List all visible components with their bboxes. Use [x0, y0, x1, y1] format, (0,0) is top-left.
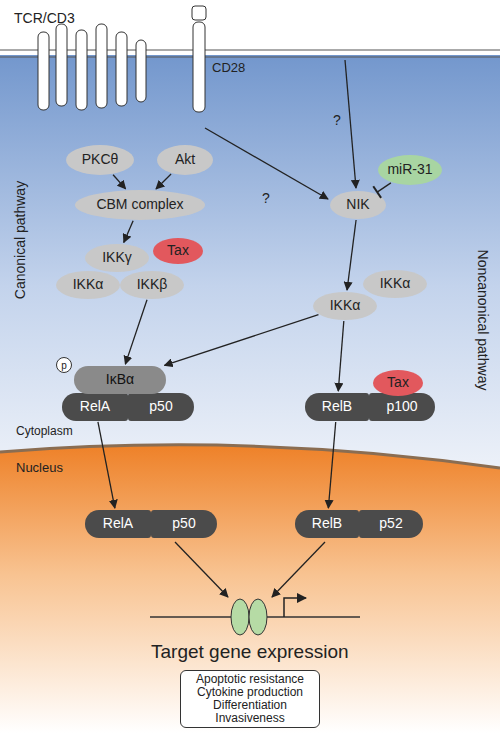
- node-text: IKKα: [380, 276, 411, 291]
- node-text: RelA: [103, 516, 133, 531]
- transcription-start-arrow: [284, 598, 306, 617]
- node-text: RelB: [312, 516, 342, 531]
- protein-ellipse: Akt: [157, 145, 213, 175]
- compartment-label: Nucleus: [16, 460, 63, 475]
- arrow-connector: [124, 221, 133, 243]
- subunit-shape: p50: [151, 510, 217, 538]
- tcr-cd3-receptor: [38, 24, 146, 110]
- subunit-shape: p50: [128, 393, 194, 421]
- pathway-label: Canonical pathway: [12, 181, 28, 299]
- arrow-connector: [98, 422, 115, 508]
- node-text: Tax: [167, 243, 189, 258]
- node-text: Cytokine production: [197, 686, 303, 699]
- receptor-label: CD28: [212, 60, 245, 75]
- pathway-label: Noncanonical pathway: [475, 250, 491, 391]
- inhibitor-shape: IκBα: [74, 366, 166, 394]
- unknown-signal-arrow: [205, 128, 328, 199]
- node-text: Invasiveness: [215, 712, 284, 725]
- node-text: p50: [149, 399, 172, 414]
- arrow-connector: [328, 422, 335, 508]
- viral-protein-ellipse: Tax: [373, 370, 423, 396]
- compartment-label: Cytoplasm: [16, 424, 73, 438]
- complex-ellipse: CBM complex: [75, 190, 205, 220]
- subunit-shape: RelA: [62, 393, 128, 421]
- unknown-mark: ?: [262, 190, 270, 206]
- binding-arrow: [175, 542, 228, 597]
- unknown-mark: ?: [333, 112, 341, 128]
- inhibition-connector: [373, 183, 391, 198]
- node-text: IKKα: [73, 277, 104, 292]
- subunit-shape: RelB: [295, 510, 359, 538]
- node-text: PKCθ: [82, 152, 119, 167]
- node-text: RelA: [80, 399, 110, 414]
- node-text: p52: [379, 516, 402, 531]
- microrna-ellipse: miR-31: [378, 155, 442, 185]
- receptor-label: TCR/CD3: [14, 10, 75, 26]
- subunit-shape: p52: [359, 510, 423, 538]
- protein-ellipse: PKCθ: [66, 145, 134, 175]
- arrow-connector: [156, 174, 171, 189]
- nucleosome: [249, 599, 267, 635]
- node-text: miR-31: [387, 162, 432, 177]
- cd28-receptor: [192, 6, 206, 112]
- subunit-shape: RelA: [85, 510, 151, 538]
- node-text: RelB: [322, 399, 352, 414]
- node-text: NIK: [346, 197, 369, 212]
- nucleosome: [231, 599, 249, 635]
- nucleus-region: [0, 445, 500, 733]
- heading-text: Target gene expression: [151, 641, 349, 663]
- arrow-connector: [164, 315, 318, 366]
- protein-ellipse: IKKγ: [85, 244, 149, 272]
- node-text: IκBα: [106, 372, 134, 387]
- plasma-membrane: [0, 50, 500, 51]
- node-text: IKKγ: [102, 250, 132, 265]
- subunit-shape: RelB: [305, 393, 369, 421]
- node-text: Apoptotic resistance: [196, 673, 304, 686]
- node-text: Differentiation: [213, 699, 287, 712]
- node-text: Akt: [175, 152, 195, 167]
- protein-ellipse: NIK: [330, 191, 386, 219]
- arrow-connector: [338, 321, 344, 391]
- subunit-shape: p100: [369, 393, 435, 421]
- cytoplasm-region: [0, 55, 500, 475]
- node-text: p100: [386, 399, 417, 414]
- node-text: Tax: [387, 375, 409, 390]
- nuclear-membrane: [0, 445, 500, 468]
- node-text: CBM complex: [96, 197, 183, 212]
- unknown-signal-arrow: [345, 60, 356, 188]
- arrow-connector: [347, 220, 356, 290]
- node-text: p50: [172, 516, 195, 531]
- protein-ellipse: IKKβ: [120, 271, 184, 299]
- node-text: p: [61, 360, 67, 371]
- binding-arrow: [272, 542, 325, 597]
- plasma-membrane: [0, 57, 500, 58]
- protein-ellipse: IKKα: [313, 292, 377, 320]
- protein-ellipse: IKKα: [56, 271, 120, 299]
- node-text: IKKα: [330, 298, 361, 313]
- node-text: IKKβ: [137, 277, 168, 292]
- arrow-connector: [113, 175, 126, 189]
- outcome-box: Apoptotic resistanceCytokine productionD…: [180, 670, 320, 728]
- arrow-connector: [125, 300, 147, 364]
- phosphate-circle: p: [56, 357, 72, 373]
- protein-ellipse: IKKα: [363, 270, 427, 298]
- viral-protein-ellipse: Tax: [153, 238, 203, 264]
